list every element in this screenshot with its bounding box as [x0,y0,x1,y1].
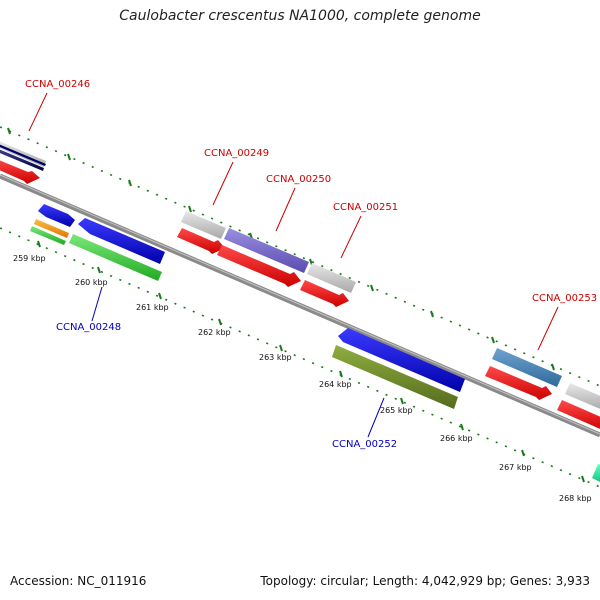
cds-arrow-00250[interactable] [217,245,301,287]
accession-text: Accession: NC_011916 [10,574,147,588]
gene-ccna-00248[interactable] [69,234,162,281]
gene-ccna-00252[interactable] [332,345,458,409]
tick-labels: 259 kbp 260 kbp 261 kbp 262 kbp 263 kbp … [13,254,592,503]
gene-ccna-00250[interactable] [224,228,309,273]
gene-ccna-00253[interactable] [492,348,562,387]
gene-green-small[interactable] [30,226,66,245]
tick-label-262: 262 kbp [198,328,231,337]
genome-summary-text: Topology: circular; Length: 4,042,929 bp… [260,574,590,588]
major-ticks-outer [7,127,555,371]
gene-label-ccna-00248[interactable]: CCNA_00248 [56,322,121,333]
gene-label-ccna-00252[interactable]: CCNA_00252 [332,439,397,450]
tick-label-267: 267 kbp [499,463,532,472]
tick-label-260: 260 kbp [75,278,108,287]
cds-arrow-00246[interactable] [0,158,40,184]
gene-ccna-00247-blue[interactable] [38,204,75,227]
gene-label-ccna-00249[interactable]: CCNA_00249 [204,148,269,159]
major-ticks-inner [37,240,585,483]
gene-teal-edge[interactable] [592,464,600,486]
tick-label-265: 265 kbp [380,406,413,415]
gene-next-grey[interactable] [565,383,600,411]
cds-arrow-00251[interactable] [300,280,349,307]
tick-label-268: 268 kbp [559,494,592,503]
gene-ccna-00251[interactable] [307,263,356,293]
gene-callouts-top [28,92,559,351]
gene-label-ccna-00253[interactable]: CCNA_00253 [532,293,597,304]
outer-tick-row [0,126,600,387]
gene-ccna-00249[interactable] [181,211,226,239]
tick-label-266: 266 kbp [440,434,473,443]
gene-callouts-bottom [91,286,385,438]
gene-ccna-00246-strip[interactable] [0,140,46,171]
genome-backbone [0,173,600,438]
cds-arrow-next[interactable] [557,400,600,431]
gene-label-ccna-00246[interactable]: CCNA_00246 [25,79,90,90]
gene-orange-small[interactable] [34,219,69,238]
tick-label-261: 261 kbp [136,303,169,312]
map-title: Caulobacter crescentus NA1000, complete … [119,8,481,24]
cds-arrow-00249[interactable] [177,228,225,254]
gene-blue-mid[interactable] [338,328,465,392]
tick-label-259: 259 kbp [13,254,46,263]
gene-blue-long[interactable] [78,218,165,264]
tick-label-264: 264 kbp [319,380,352,389]
gene-label-ccna-00250[interactable]: CCNA_00250 [266,174,331,185]
tick-label-263: 263 kbp [259,353,292,362]
gene-label-ccna-00251[interactable]: CCNA_00251 [333,202,398,213]
cds-arrow-00253[interactable] [485,366,552,400]
